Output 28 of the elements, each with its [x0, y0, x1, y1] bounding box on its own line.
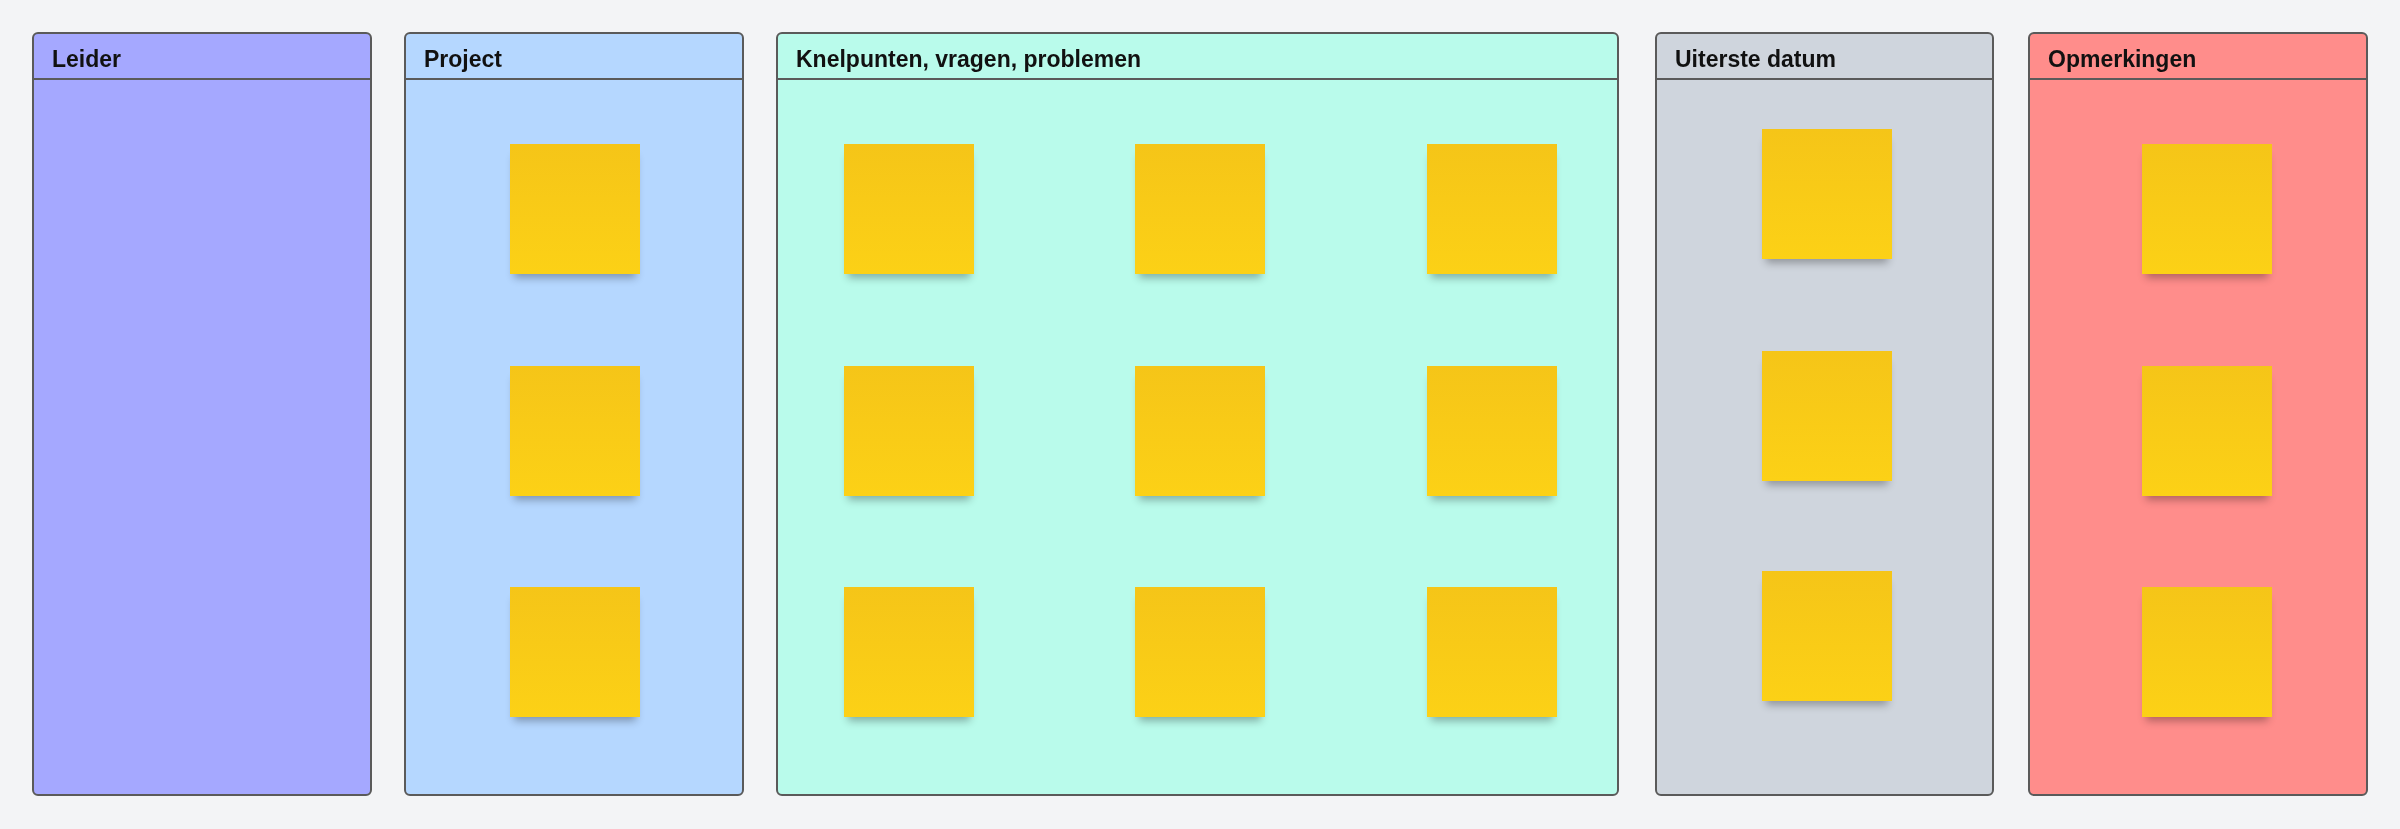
column-panel [32, 32, 372, 796]
column-heading: Project [424, 46, 502, 73]
sticky-note [510, 144, 640, 274]
sticky-note [510, 587, 640, 717]
sticky-note [1135, 144, 1265, 274]
sticky-note [2142, 587, 2272, 717]
column-heading: Opmerkingen [2048, 46, 2197, 73]
column-panel [2028, 32, 2368, 796]
sticky-note [1427, 587, 1557, 717]
sticky-note [1135, 366, 1265, 496]
sticky-note [1427, 144, 1557, 274]
sticky-note [1762, 571, 1892, 701]
sticky-note [510, 366, 640, 496]
sticky-note [844, 587, 974, 717]
sticky-note [844, 144, 974, 274]
sticky-note [844, 366, 974, 496]
sticky-note [2142, 366, 2272, 496]
column-panel [1655, 32, 1994, 796]
column-panel [776, 32, 1619, 796]
sticky-note [1762, 351, 1892, 481]
column-panel [404, 32, 744, 796]
sticky-note [1762, 129, 1892, 259]
column-heading: Uiterste datum [1675, 46, 1837, 73]
column-heading: Leider [52, 46, 122, 73]
sticky-note [2142, 144, 2272, 274]
column-heading: Knelpunten, vragen, problemen [796, 46, 1142, 73]
sticky-note [1135, 587, 1265, 717]
sticky-note [1427, 366, 1557, 496]
